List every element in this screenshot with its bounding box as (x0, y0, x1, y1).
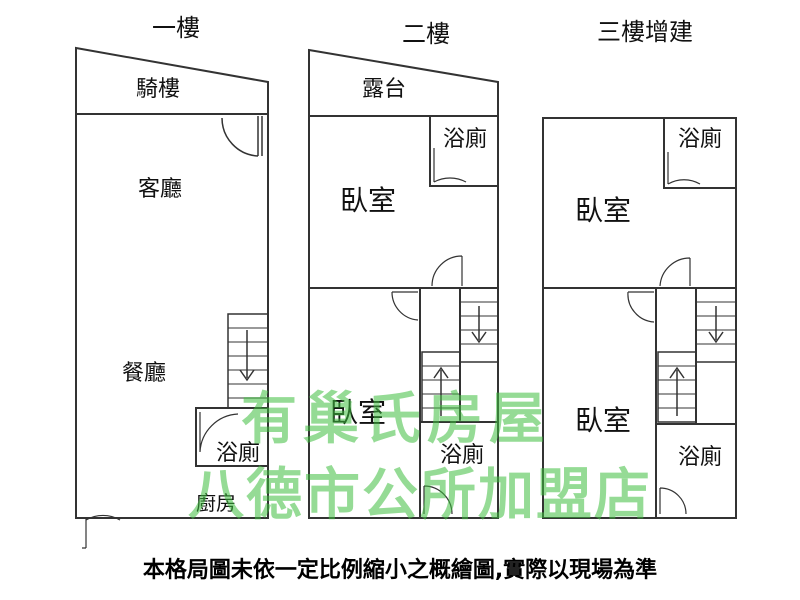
room-bedroom-3a: 臥室 (575, 194, 631, 227)
room-bath-2b: 浴廁 (440, 443, 484, 468)
floor-1 (75, 46, 269, 549)
room-bath-3b: 浴廁 (678, 445, 722, 470)
floor-3 (542, 117, 737, 519)
footer-note: 本格局圖未依一定比例縮小之概繪圖,實際以現場為準 (142, 558, 658, 583)
room-bedroom-2a: 臥室 (340, 184, 396, 217)
room-bedroom-3b: 臥室 (575, 404, 631, 437)
floor-2-title: 二樓 (402, 20, 450, 48)
room-bedroom-2b: 臥室 (330, 396, 386, 429)
room-arcade: 騎樓 (136, 77, 180, 102)
room-bath-1: 浴廁 (216, 441, 260, 466)
room-bath-2a: 浴廁 (443, 127, 487, 152)
floor-3-title: 三樓增建 (597, 18, 693, 46)
floor-2 (308, 48, 499, 519)
room-terrace: 露台 (362, 77, 406, 102)
watermark-line1: 有巢氏房屋 (241, 387, 551, 452)
floor-1-title: 一樓 (152, 14, 200, 42)
watermark-line2: 八德市公所加盟店 (188, 463, 652, 528)
room-dining: 餐廳 (122, 361, 166, 386)
room-living: 客廳 (138, 177, 182, 202)
room-kitchen: 廚房 (196, 491, 236, 515)
room-bath-3a: 浴廁 (678, 127, 722, 152)
